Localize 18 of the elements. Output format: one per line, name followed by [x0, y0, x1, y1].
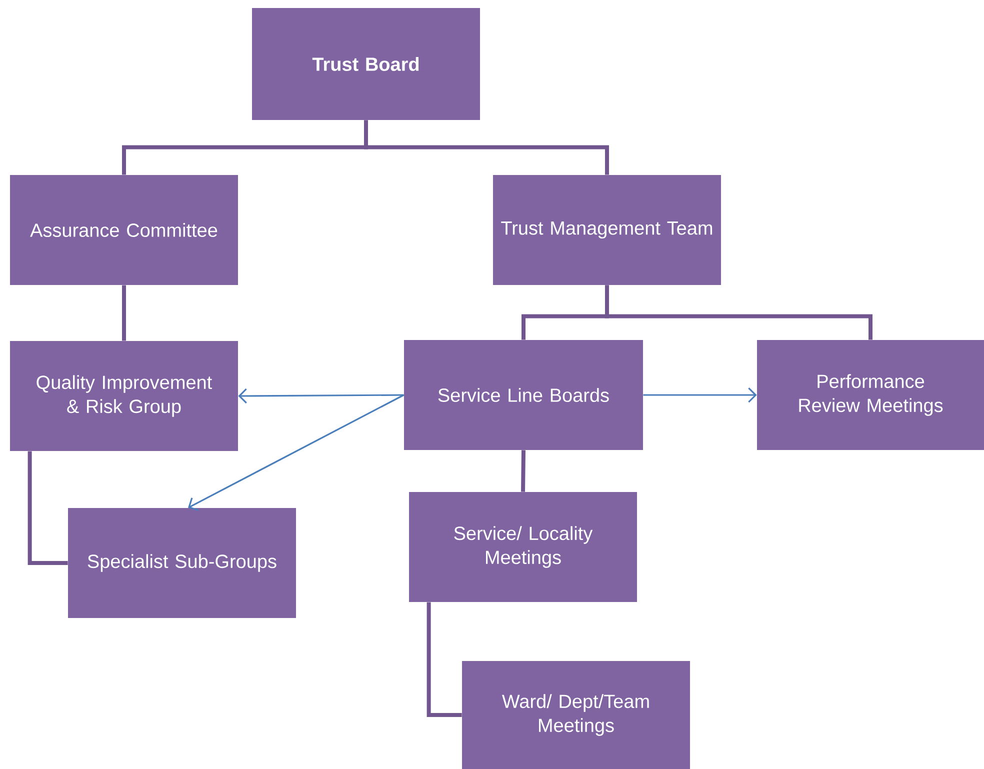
- connector-line: [521, 450, 526, 492]
- connector-line: [605, 285, 872, 340]
- connector-line: [122, 285, 126, 341]
- process-box: Performance Review Meetings: [757, 340, 984, 450]
- process-box: Assurance Committee: [10, 175, 238, 285]
- process-box: Trust Board: [252, 8, 480, 120]
- connector-line: [28, 451, 68, 565]
- process-box: Quality Improvement & Risk Group: [10, 341, 238, 451]
- connector-line: [364, 120, 609, 175]
- arrow: [238, 388, 404, 404]
- arrow: [643, 387, 757, 403]
- process-box: Ward/ Dept/Team Meetings: [462, 661, 690, 769]
- process-box: Specialist Sub-Groups: [68, 508, 296, 618]
- process-box: Service/ Locality Meetings: [409, 492, 637, 602]
- process-box: Service Line Boards: [404, 340, 643, 450]
- connector-line: [426, 602, 462, 717]
- process-box: Trust Management Team: [493, 175, 721, 285]
- arrow: [188, 394, 404, 511]
